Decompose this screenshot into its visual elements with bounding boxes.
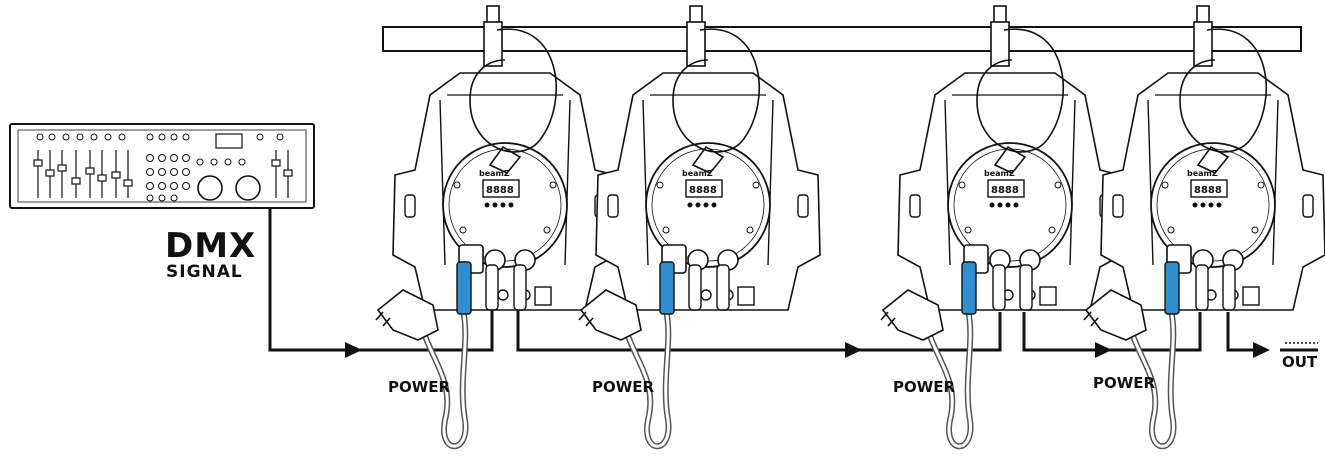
signal-arrows (345, 342, 1270, 358)
xlr-connector-icon (1222, 264, 1236, 311)
power-label-1: POWER (388, 378, 451, 396)
iec-connector-icon (659, 261, 675, 315)
plug-icon (578, 289, 642, 341)
controller-buttons (36, 133, 284, 202)
fixture-4-display: 8888 (1194, 185, 1222, 196)
fixture-3-display: 8888 (991, 185, 1019, 196)
fixture-1-brand: beamZ (479, 169, 510, 178)
fixture-1-display: 8888 (486, 185, 514, 196)
xlr-connector-icon (716, 264, 730, 311)
xlr-connector-icon (688, 264, 702, 311)
plug-icon (880, 289, 944, 341)
iec-connector-icon (456, 261, 472, 315)
controller-faders (33, 150, 293, 198)
plug-icon (1083, 289, 1147, 341)
power-label-3: POWER (893, 378, 956, 396)
controller-jog-wheel-right (235, 175, 261, 201)
xlr-connectors (485, 264, 1236, 311)
signal-label: SIGNAL (166, 262, 243, 282)
out-label: OUT (1282, 353, 1318, 371)
dmx-label: DMX (165, 226, 256, 266)
dmx-controller (9, 123, 315, 209)
safety-cables (469, 28, 1268, 153)
power-label-4: POWER (1093, 374, 1156, 392)
xlr-connector-icon (1019, 264, 1033, 311)
iec-connectors (456, 261, 1180, 315)
power-plugs (375, 289, 1147, 341)
fixture-3-brand: beamZ (984, 169, 1015, 178)
xlr-connector-icon (992, 264, 1006, 311)
iec-connector-icon (1164, 261, 1180, 315)
xlr-connector-icon (1195, 264, 1209, 311)
iec-connector-icon (961, 261, 977, 315)
arrow-icon (1095, 342, 1112, 358)
controller-jog-wheel-left (197, 175, 223, 201)
xlr-connector-icon (513, 264, 527, 311)
fixture-2-display: 8888 (689, 185, 717, 196)
power-label-2: POWER (592, 378, 655, 396)
truss-clamps (483, 5, 1213, 67)
fixture-2-brand: beamZ (682, 169, 713, 178)
plug-icon (375, 289, 439, 341)
power-cables (417, 309, 1177, 450)
arrow-icon (345, 342, 362, 358)
xlr-connector-icon (485, 264, 499, 311)
controller-display (215, 133, 243, 149)
arrow-icon (845, 342, 862, 358)
dmx-signal-line (268, 208, 1260, 352)
arrow-icon (1253, 342, 1270, 358)
fixture-4-brand: beamZ (1187, 169, 1218, 178)
